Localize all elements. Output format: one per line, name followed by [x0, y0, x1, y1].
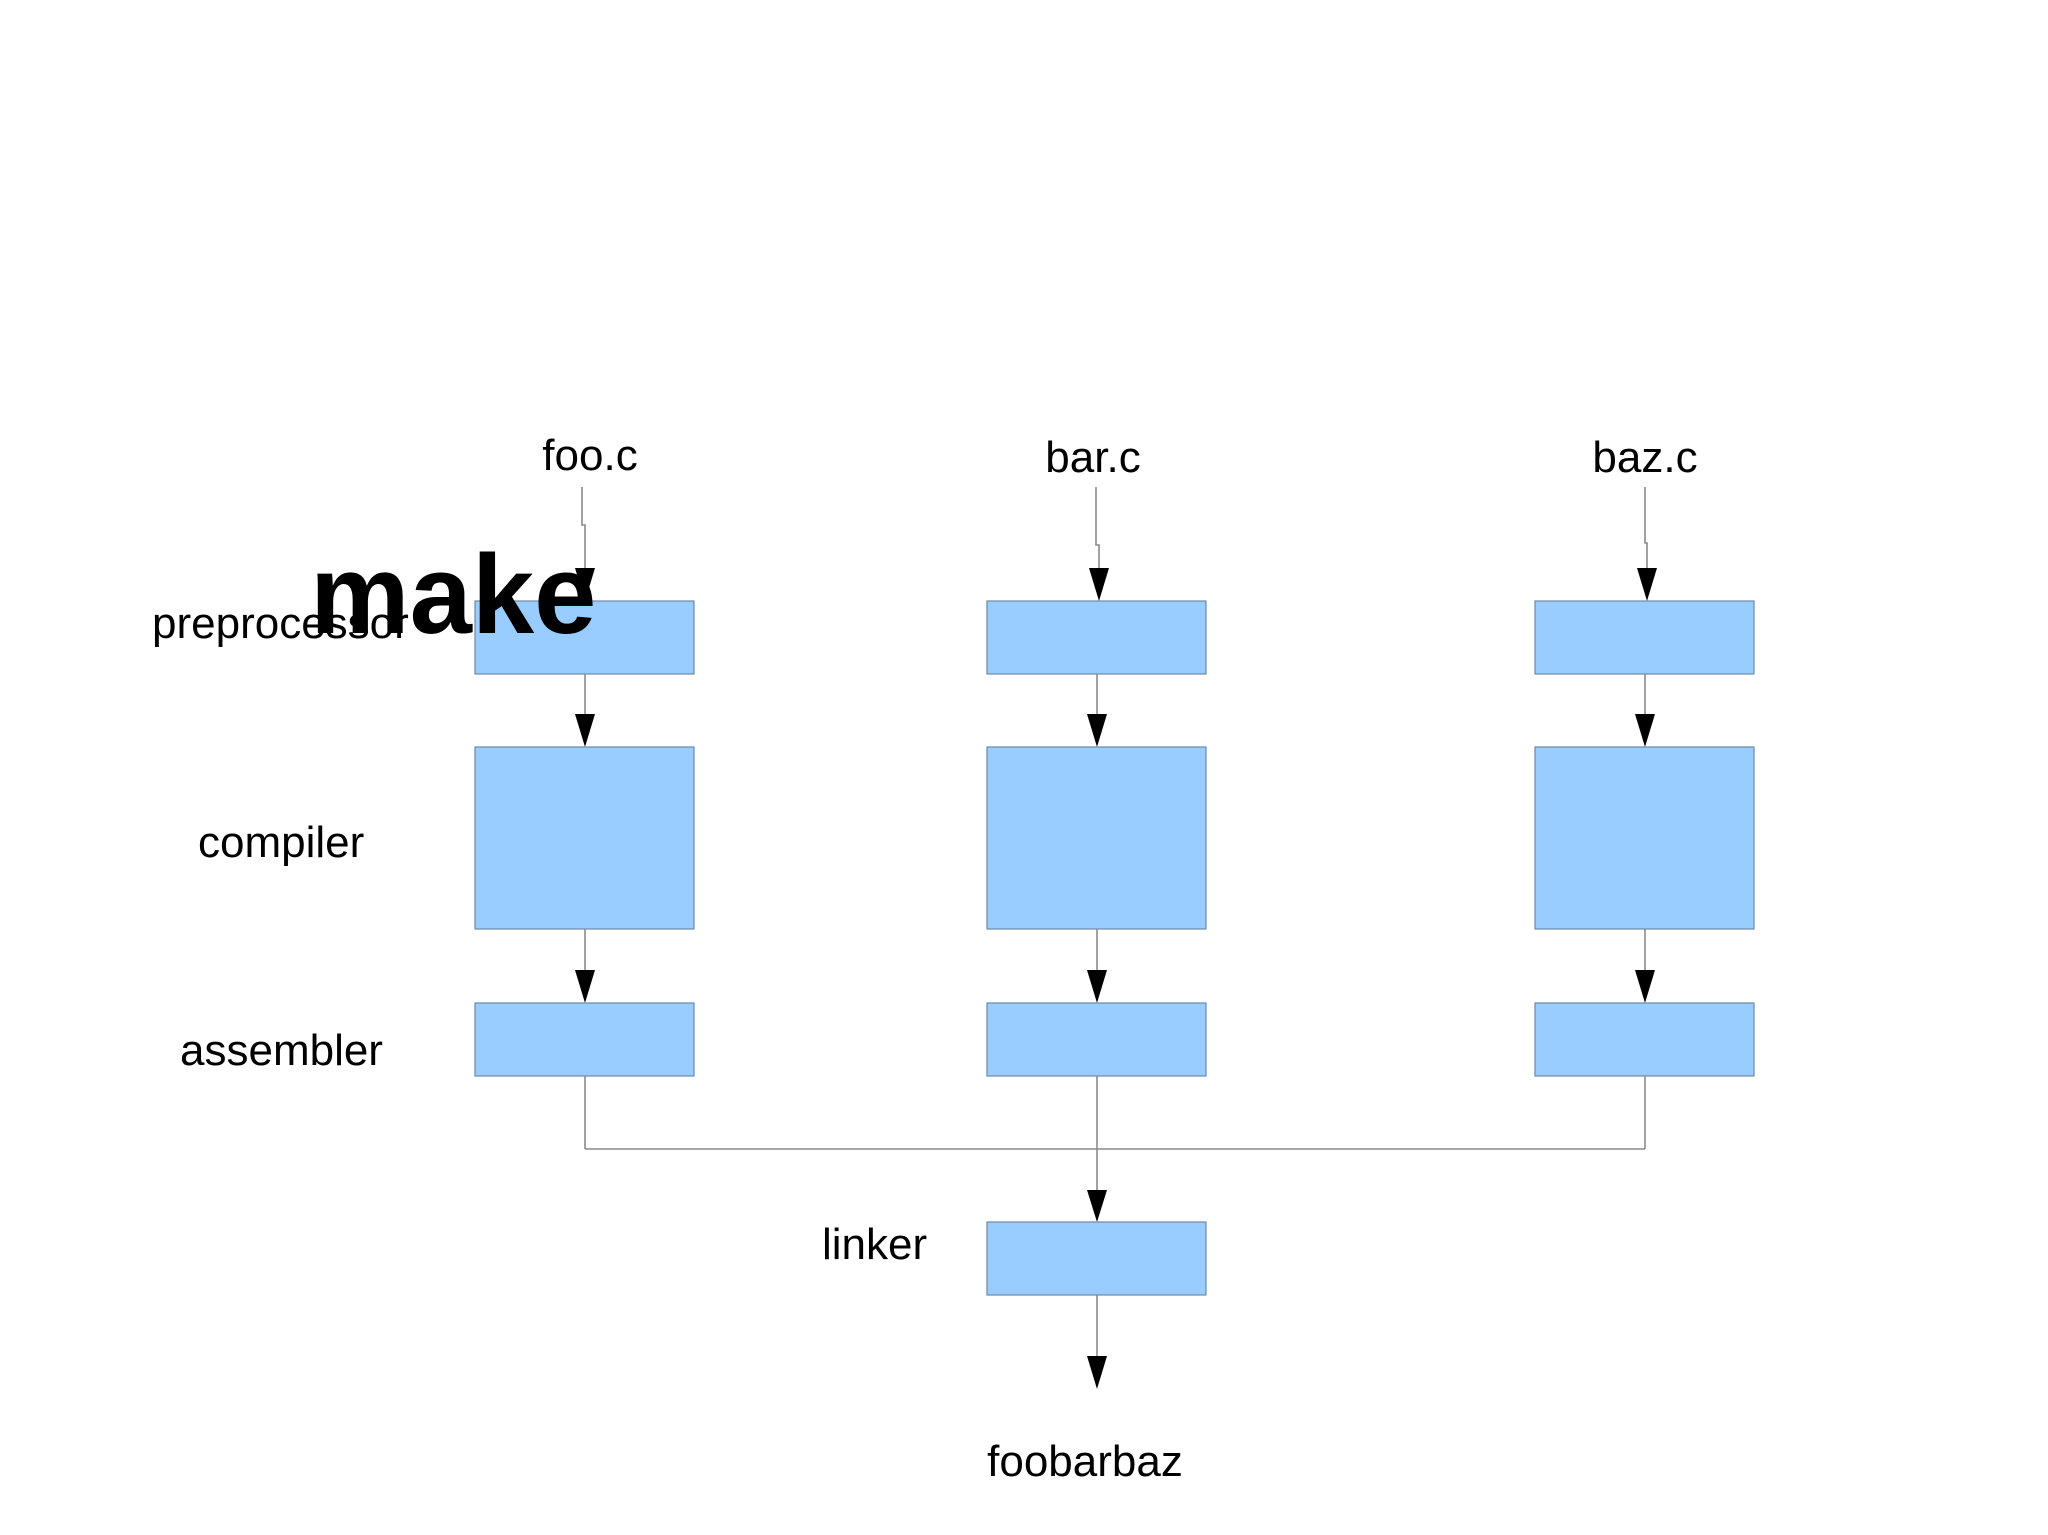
- connector-baz-to-preprocessor: [1637, 487, 1657, 601]
- stage-label-linker: linker: [822, 1220, 927, 1269]
- source-label-baz: baz.c: [1592, 433, 1697, 482]
- compiler-box-bar: [986, 746, 1207, 930]
- assembler-box-foo: [474, 1002, 695, 1077]
- connector-baz-pre-to-compiler: [1635, 674, 1655, 747]
- preprocessor-box-bar: [986, 600, 1207, 675]
- connector-linker-to-output: [1087, 1295, 1107, 1389]
- compiler-box-baz: [1534, 746, 1755, 930]
- stage-label-preprocessor: preprocessor: [152, 599, 409, 648]
- source-label-foo: foo.c: [542, 431, 637, 480]
- connector-bar-pre-to-compiler: [1087, 674, 1107, 747]
- connector-bar-to-preprocessor: [1089, 487, 1109, 601]
- stage-label-compiler: compiler: [198, 818, 364, 867]
- connector-foo-compiler-to-assembler: [575, 929, 595, 1003]
- preprocessor-box-baz: [1534, 600, 1755, 675]
- connector-assemblers-to-linker: [584, 1076, 1646, 1222]
- connector-foo-pre-to-compiler: [575, 674, 595, 747]
- stage-label-assembler: assembler: [180, 1026, 383, 1075]
- connector-bar-compiler-to-assembler: [1087, 929, 1107, 1003]
- compiler-box-foo: [474, 746, 695, 930]
- make-title: make: [310, 532, 596, 657]
- source-label-bar: bar.c: [1045, 433, 1140, 482]
- connector-baz-compiler-to-assembler: [1635, 929, 1655, 1003]
- preprocessor-box-foo: [474, 600, 695, 675]
- output-label: foobarbaz: [987, 1437, 1183, 1486]
- assembler-box-baz: [1534, 1002, 1755, 1077]
- assembler-box-bar: [986, 1002, 1207, 1077]
- connector-foo-to-preprocessor: [575, 487, 595, 601]
- linker-box: [986, 1221, 1207, 1296]
